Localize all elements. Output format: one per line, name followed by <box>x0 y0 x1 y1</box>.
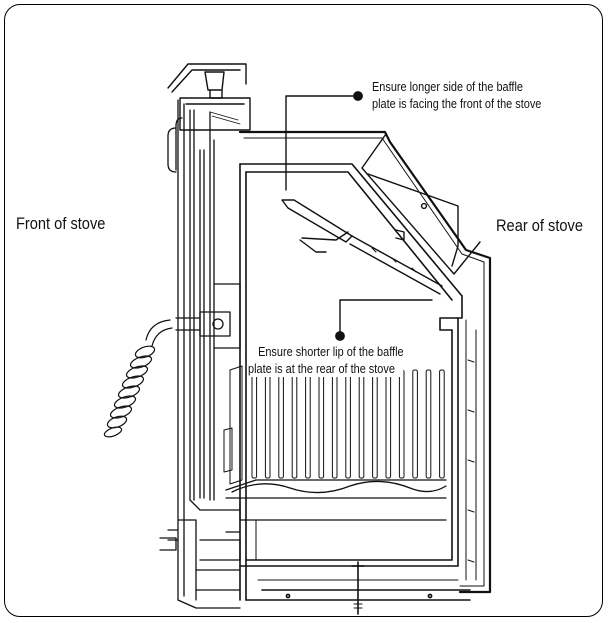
grate-bar <box>305 369 311 479</box>
baffle-top-note: Ensure longer side of the baffle plate i… <box>372 78 541 112</box>
grate-bar <box>331 369 338 479</box>
ash-grate <box>225 479 447 561</box>
grate-bar <box>398 369 405 479</box>
grate-bar <box>345 369 351 479</box>
top-handle-assembly <box>167 63 251 131</box>
air-intake-duct <box>361 133 481 275</box>
grate-bar <box>264 369 271 479</box>
grate-bar <box>291 369 298 479</box>
grate-bar <box>358 369 365 479</box>
baffle-lip-note: Ensure shorter lip of the baffle plate i… <box>248 343 404 377</box>
front-of-stove-label: Front of stove <box>16 214 106 233</box>
baffle-top-note-line1: Ensure longer side of the baffle <box>372 79 523 94</box>
baffle-plate <box>281 199 443 295</box>
door-latch <box>175 283 241 349</box>
grate-bar <box>251 369 258 479</box>
grate-bar <box>439 369 445 479</box>
grate-bar <box>278 369 284 479</box>
front-door <box>159 99 241 609</box>
leader-bottom <box>335 299 433 341</box>
bottom-bolt <box>285 561 433 615</box>
baffle-lip-note-line1: Ensure shorter lip of the baffle <box>248 343 404 360</box>
leader-top <box>285 91 363 191</box>
grate-bar <box>372 369 378 479</box>
grate-bars <box>223 365 445 485</box>
rear-wall-detail <box>465 319 477 581</box>
grate-bar <box>412 369 418 479</box>
grate-bar <box>318 369 325 479</box>
firebox-walls <box>239 163 471 601</box>
diagram-frame <box>4 4 603 617</box>
spring-handle <box>103 319 173 438</box>
baffle-lip-note-line2: plate is at the rear of the stove <box>248 360 404 377</box>
baffle-top-note-line2: plate is facing the front of the stove <box>372 96 542 111</box>
grate-bar <box>425 369 432 479</box>
grate-bar <box>385 369 392 479</box>
rear-casing <box>238 130 492 594</box>
rear-of-stove-label: Rear of stove <box>496 216 583 235</box>
